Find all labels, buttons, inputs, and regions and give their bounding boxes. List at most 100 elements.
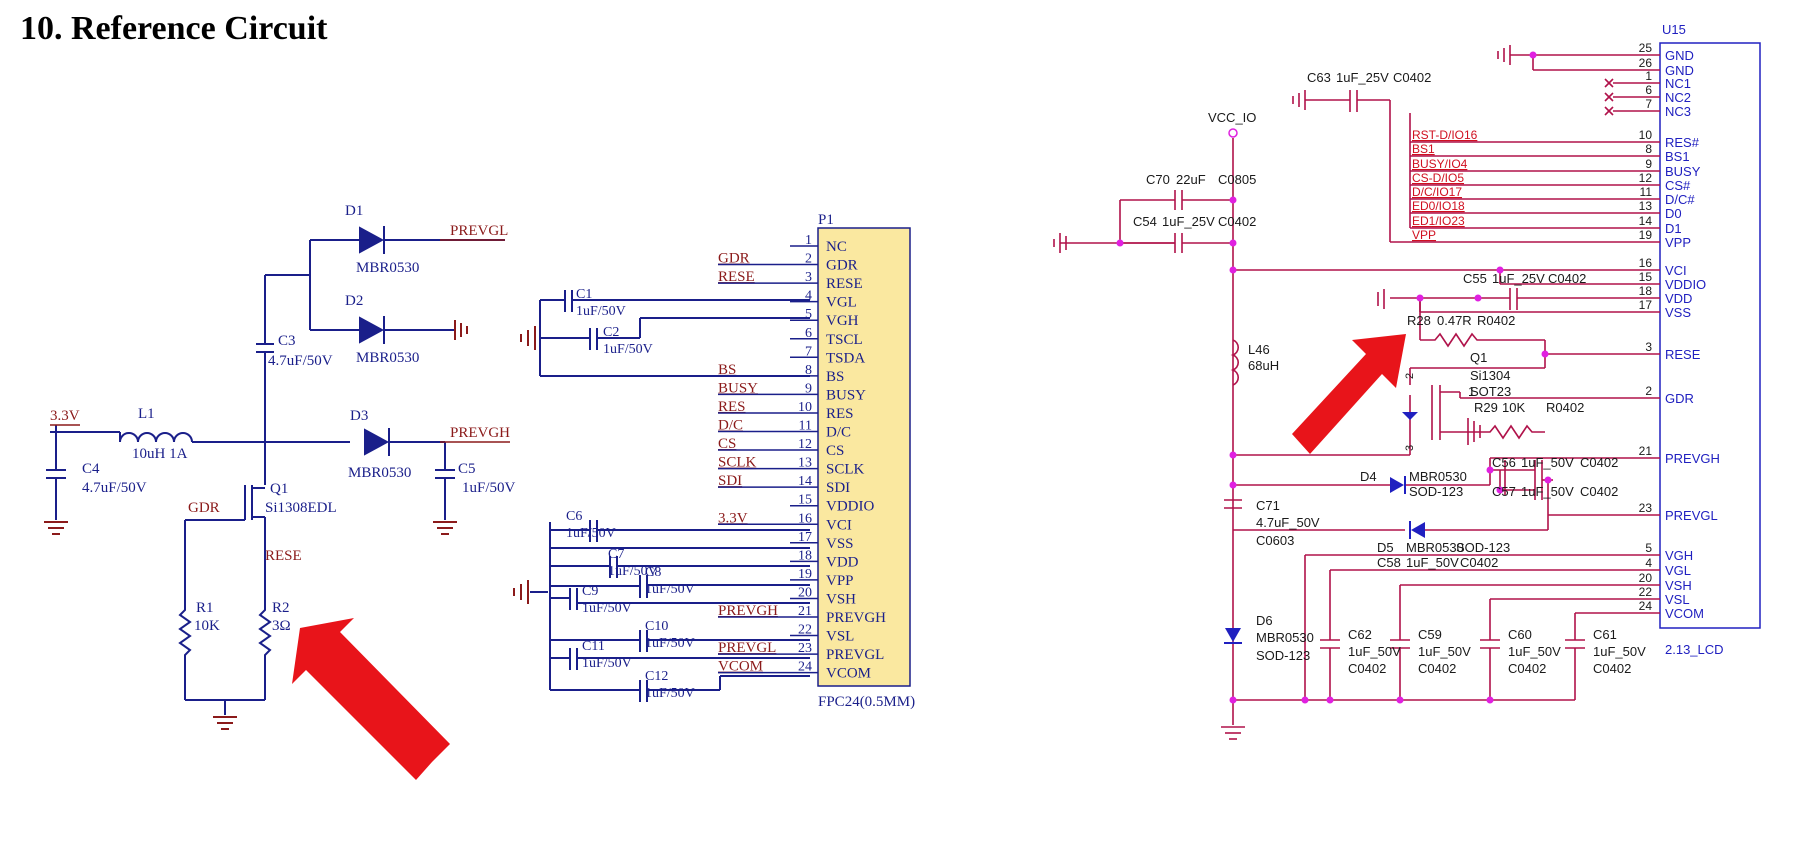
u15-net-label: ED1/IO23 bbox=[1412, 214, 1465, 228]
connector-p1-ref: P1 bbox=[818, 212, 834, 228]
label-d3-val: MBR0530 bbox=[348, 465, 411, 481]
label-rese-left: RESE bbox=[265, 548, 302, 564]
p1-pin-number: 10 bbox=[798, 400, 812, 415]
p1-pin-number: 4 bbox=[805, 289, 812, 304]
p1-pin-name: VCI bbox=[826, 517, 852, 533]
p1-cap-ref: C9 bbox=[582, 584, 598, 599]
p1-pin-name: SDI bbox=[826, 480, 850, 496]
u15-pin-number: 8 bbox=[1645, 142, 1652, 156]
label-c55-val: 1uF_25V bbox=[1492, 271, 1545, 286]
page-title: 10. Reference Circuit bbox=[20, 10, 328, 47]
label-c70-val: 22uF bbox=[1176, 172, 1206, 187]
label-c54-pkg: C0402 bbox=[1218, 214, 1256, 229]
u15-net-label: D/C/IO17 bbox=[1412, 185, 1462, 199]
p1-pin-number: 17 bbox=[798, 530, 812, 545]
label-3v3: 3.3V bbox=[50, 408, 80, 424]
label-gdr-left: GDR bbox=[188, 500, 220, 516]
label-c54-val: 1uF_25V bbox=[1162, 214, 1215, 229]
label-c70-pkg: C0805 bbox=[1218, 172, 1256, 187]
label-c3: C3 bbox=[278, 333, 296, 349]
u15-pin-name: VDDIO bbox=[1665, 277, 1706, 292]
p1-pin-number: 3 bbox=[805, 270, 812, 285]
p1-cap-value: 1uF/50V bbox=[566, 526, 616, 541]
label-q1-right-val: Si1304 bbox=[1470, 368, 1510, 383]
u15-pin-name: NC3 bbox=[1665, 104, 1691, 119]
label-c63: C63 bbox=[1307, 70, 1331, 85]
label-c62-val: 1uF_50V bbox=[1348, 644, 1401, 659]
u15-pin-name: VGL bbox=[1665, 563, 1691, 578]
p1-pin-name: PREVGH bbox=[826, 610, 886, 626]
diode-d2 bbox=[359, 316, 385, 344]
u15-net-label: ED0/IO18 bbox=[1412, 199, 1465, 213]
p1-pin-name: VSH bbox=[826, 591, 856, 607]
label-d6-val: MBR0530 bbox=[1256, 630, 1314, 645]
p1-cap-value: 1uF/50V bbox=[603, 342, 653, 357]
label-c60-val: 1uF_50V bbox=[1508, 644, 1561, 659]
junction-dots bbox=[1116, 51, 1552, 704]
p1-pin-number: 14 bbox=[798, 474, 812, 489]
p1-pin-number: 16 bbox=[798, 511, 812, 526]
label-d6-pkg: SOD-123 bbox=[1256, 648, 1310, 663]
u15-pin-number: 21 bbox=[1639, 444, 1653, 458]
p1-pin-name: TSDA bbox=[826, 350, 865, 366]
label-d5: D5 bbox=[1377, 540, 1394, 555]
label-l46: L46 bbox=[1248, 342, 1270, 357]
resistor-r29 bbox=[1480, 424, 1545, 440]
p1-cap-ref: C7 bbox=[608, 547, 624, 562]
label-l1: L1 bbox=[138, 406, 155, 422]
u15-part: 2.13_LCD bbox=[1665, 642, 1724, 657]
label-c57-pkg: C0402 bbox=[1580, 484, 1618, 499]
u15-pin-number: 25 bbox=[1639, 41, 1653, 55]
label-prevgh-left: PREVGH bbox=[450, 425, 510, 441]
u15-pin-number: 11 bbox=[1640, 185, 1653, 199]
inductor-l46 bbox=[1230, 339, 1239, 386]
u15-pin-name: NC1 bbox=[1665, 76, 1691, 91]
p1-pin-number: 9 bbox=[805, 381, 812, 396]
p1-cap-ref: C12 bbox=[645, 669, 668, 684]
p1-net-label: 3.3V bbox=[718, 510, 748, 526]
p1-cap-value: 1uF/50V bbox=[645, 686, 695, 701]
p1-pin-number: 20 bbox=[798, 585, 812, 600]
label-q1-pin3: 3 bbox=[1404, 445, 1416, 451]
connector-p1-footprint: FPC24(0.5MM) bbox=[818, 694, 915, 710]
label-d3: D3 bbox=[350, 408, 368, 424]
p1-cap-value: 1uF/50V bbox=[576, 304, 626, 319]
u15-pin-name: VSL bbox=[1665, 592, 1690, 607]
resistor-r2 bbox=[258, 600, 272, 700]
p1-net-label: PREVGH bbox=[718, 603, 778, 619]
p1-pin-name: VSL bbox=[826, 629, 854, 645]
inductor-l1 bbox=[119, 432, 193, 443]
label-c3-val: 4.7uF/50V bbox=[268, 353, 333, 369]
label-c4: C4 bbox=[82, 461, 100, 477]
p1-net-label: RES bbox=[718, 399, 746, 415]
p1-cap-ref: C2 bbox=[603, 325, 619, 340]
left-red-lines bbox=[50, 239, 510, 443]
p1-pin-name: NC bbox=[826, 239, 847, 255]
u15-pin-name: D1 bbox=[1665, 221, 1682, 236]
u15-pin-number: 26 bbox=[1639, 56, 1653, 70]
p1-cap-ref: C11 bbox=[582, 639, 605, 654]
p1-pin-number: 21 bbox=[798, 604, 812, 619]
label-c5-val: 1uF/50V bbox=[462, 480, 516, 496]
p1-net-label: BS bbox=[718, 362, 736, 378]
label-d4-val: MBR0530 bbox=[1409, 469, 1467, 484]
u15-pin-name: GND bbox=[1665, 63, 1694, 78]
u15-pin-name: D/C# bbox=[1665, 192, 1695, 207]
u15-pin-name: GDR bbox=[1665, 391, 1694, 406]
label-c4-val: 4.7uF/50V bbox=[82, 480, 147, 496]
p1-pin-name: PREVGL bbox=[826, 647, 884, 663]
label-c71: C71 bbox=[1256, 498, 1280, 513]
p1-pin-name: VSS bbox=[826, 536, 854, 552]
p1-pin-number: 7 bbox=[805, 344, 812, 359]
u15-net-label: BS1 bbox=[1412, 142, 1435, 156]
u15-pin-number: 3 bbox=[1645, 340, 1652, 354]
label-c55: C55 bbox=[1463, 271, 1487, 286]
arrow-left bbox=[292, 618, 450, 780]
p1-net-label: D/C bbox=[718, 418, 743, 434]
u15-pin-name: VPP bbox=[1665, 235, 1691, 250]
u15-pin-number: 23 bbox=[1639, 501, 1653, 515]
p1-pin-number: 8 bbox=[805, 363, 812, 378]
u15-pin-number: 18 bbox=[1639, 284, 1653, 298]
u15-pin-number: 22 bbox=[1639, 585, 1653, 599]
left-grounds bbox=[44, 320, 468, 730]
